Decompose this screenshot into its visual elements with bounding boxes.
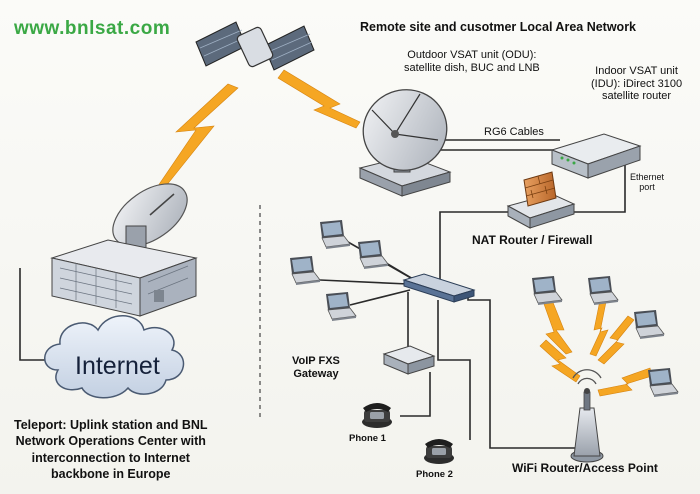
idu-label-line: satellite router <box>601 90 672 103</box>
firewall-icon <box>506 171 576 229</box>
router-icon <box>550 133 642 179</box>
laptop-icon <box>289 255 321 286</box>
laptop-icon <box>647 367 679 398</box>
voip-label-line: VoIP FXS <box>292 355 340 367</box>
teleport-label: Teleport: Uplink station and BNL Network… <box>14 417 208 482</box>
ethernet-label-line: Ethernet <box>630 172 665 182</box>
voip-label: VoIP FXS Gateway <box>292 355 340 380</box>
cable-label: RG6 Cables <box>484 126 544 138</box>
laptop-icon <box>633 309 665 340</box>
wireless-signal-icon <box>572 369 602 385</box>
laptop-icon <box>587 275 619 306</box>
laptop-icon <box>357 239 389 270</box>
phone1-cable <box>400 372 431 417</box>
idu-label-line: Indoor VSAT unit <box>595 65 678 77</box>
website-watermark: www.bnlsat.com <box>14 18 171 39</box>
diagram-title: Remote site and cusotmer Local Area Netw… <box>360 20 637 34</box>
phone2-label: Phone 2 <box>416 469 453 480</box>
wifi-label: WiFi Router/Access Point <box>512 461 658 475</box>
voip-gateway-icon <box>382 345 436 375</box>
odu-label-line: satellite dish, BUC and LNB <box>404 61 540 74</box>
teleport-dish-icon <box>112 183 188 251</box>
wifi-cable <box>467 295 575 449</box>
teleport-label-line: Teleport: Uplink station and BNL <box>14 418 208 432</box>
switch-icon <box>402 273 476 303</box>
odu-label: Outdoor VSAT unit (ODU): satellite dish,… <box>404 49 540 74</box>
odu-label-line: Outdoor VSAT unit (ODU): <box>407 49 537 61</box>
building-icon <box>50 239 198 317</box>
laptop-cable-4 <box>349 289 411 306</box>
satellite-icon <box>195 21 315 71</box>
phone-icon <box>424 439 454 464</box>
phone1-label: Phone 1 <box>349 433 386 444</box>
internet-label: Internet <box>75 352 160 380</box>
ethernet-label-line: port <box>639 182 655 193</box>
phone2-cable <box>437 300 471 440</box>
internet-cloud-icon <box>44 315 185 399</box>
teleport-label-line: Network Operations Center with <box>15 434 206 449</box>
voip-label-line: Gateway <box>293 367 339 380</box>
teleport-label-line: interconnection to Internet <box>31 450 190 465</box>
phone-icon <box>362 403 392 428</box>
idu-label: Indoor VSAT unit (IDU): iDirect 3100 sat… <box>591 65 682 103</box>
satellite-dish-icon <box>358 89 452 197</box>
access-point-icon <box>570 388 604 463</box>
lightning-icon <box>157 69 653 397</box>
laptop-cable-3 <box>319 279 409 285</box>
laptop-icon <box>325 291 357 322</box>
laptop-icon <box>319 219 351 250</box>
idu-label-line: (IDU): iDirect 3100 <box>591 77 683 90</box>
laptop-icon <box>531 275 563 306</box>
nat-label: NAT Router / Firewall <box>472 233 593 247</box>
teleport-label-line: backbone in Europe <box>51 466 171 481</box>
ethernet-label: Ethernet port <box>630 172 664 193</box>
